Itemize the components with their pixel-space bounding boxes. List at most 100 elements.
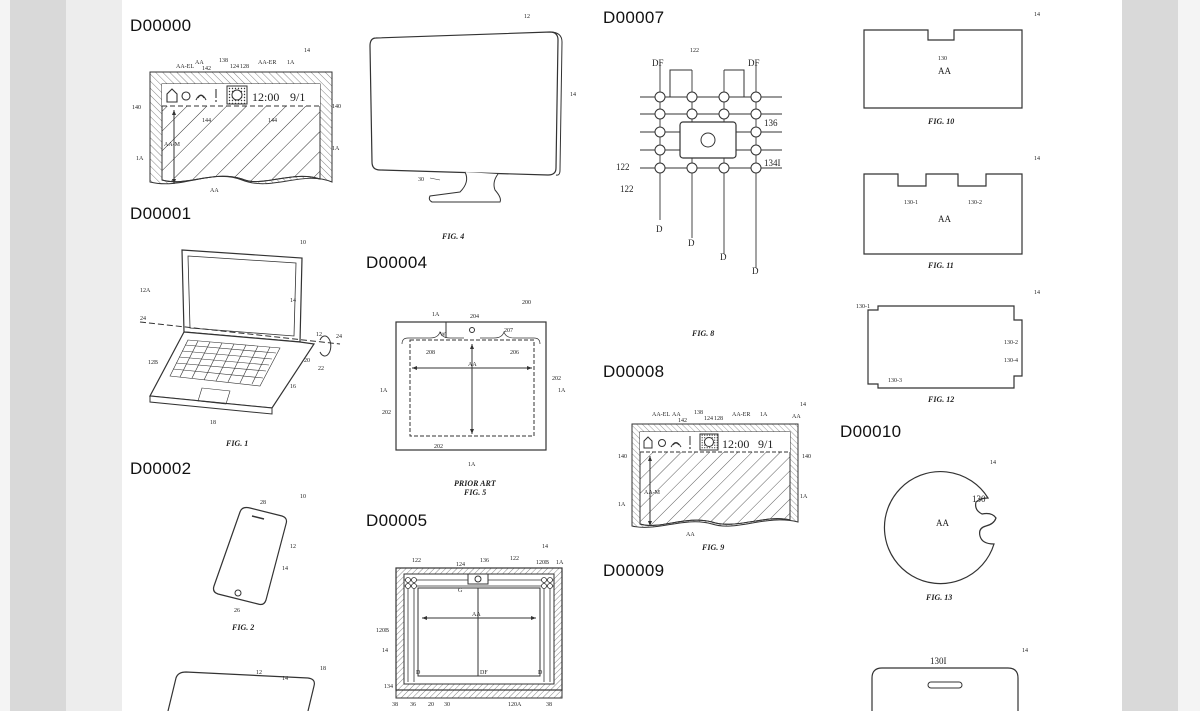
ref-130-3: 130-3 (888, 378, 902, 384)
ref-aa-el: AA-EL (176, 64, 194, 70)
ref-aa: AA (468, 362, 477, 368)
ref-28: 28 (260, 500, 266, 506)
ref-20: 20 (428, 702, 434, 708)
right-gutter (1122, 0, 1200, 711)
ref-aa-m: AA-M (644, 490, 661, 496)
ref-d-1: D (656, 224, 663, 234)
ref-14: 14 (1034, 12, 1040, 18)
ref-1a-bottom: 1A (468, 462, 476, 468)
ref-144: 144 (202, 118, 211, 124)
left-gutter-edge (10, 0, 66, 711)
figure-13-circle: 14 130 AA FIG. 13 (862, 452, 1042, 612)
ref-1a-right: 1A (332, 146, 340, 152)
ref-142: 142 (202, 66, 211, 72)
ref-1a-left: 1A (618, 502, 626, 508)
ref-124: 124 (230, 64, 239, 70)
left-gutter (0, 0, 66, 711)
figure-tablet-partial: 12 14 18 (162, 662, 342, 711)
ref-1a: 1A (287, 60, 295, 66)
ref-30: 30 (444, 702, 450, 708)
ref-d-2: D (688, 238, 695, 248)
ref-aa: AA (936, 518, 949, 528)
ref-1a-right: 1A (800, 494, 808, 500)
ref-124: 124 (704, 416, 713, 422)
figure-10-notch: 14 130 AA FIG. 10 (848, 8, 1048, 130)
ref-120a: 120A (508, 702, 522, 708)
ref-136: 136 (480, 558, 489, 564)
ref-206: 206 (510, 350, 519, 356)
section-label-d00010: D00010 (840, 422, 901, 442)
ref-122-left: 122 (616, 162, 630, 172)
ref-130-1: 130-1 (904, 200, 918, 206)
ref-20: 20 (304, 358, 310, 364)
ref-14: 14 (800, 402, 806, 408)
ref-140: 140 (132, 105, 141, 111)
ref-aa-bottom: AA (210, 188, 219, 194)
section-label-d00000: D00000 (130, 16, 191, 36)
ref-1a: 1A (432, 312, 440, 318)
section-label-d00001: D00001 (130, 204, 191, 224)
ref-14-left: 14 (382, 648, 388, 654)
figure-11-two-notches: 14 130-1 130-2 AA FIG. 11 (848, 150, 1048, 272)
caption-fig-13: FIG. 13 (925, 593, 952, 602)
figure-12-corner-notches: 14 130-1 130-2 130-4 130-3 FIG. 12 (848, 284, 1048, 408)
caption-fig-5: FIG. 5 (463, 488, 486, 497)
caption-fig-9: FIG. 9 (701, 543, 724, 552)
section-label-d00007: D00007 (603, 8, 664, 28)
ref-14: 14 (1022, 648, 1028, 654)
ref-14: 14 (570, 92, 576, 98)
ref-138: 138 (219, 58, 228, 64)
ref-122-left-b: 122 (620, 184, 634, 194)
caption-fig-4: FIG. 4 (441, 232, 464, 241)
caption-fig-12: FIG. 12 (927, 395, 954, 404)
section-label-d00009: D00009 (603, 561, 664, 581)
ref-120b-left: 120B (376, 628, 389, 634)
ref-130-1: 130-1 (856, 304, 870, 310)
caption-fig-8: FIG. 8 (691, 329, 714, 338)
ref-144b: 144 (268, 118, 277, 124)
ref-18: 18 (320, 666, 326, 672)
ref-12a: 12A (140, 288, 151, 294)
ref-12: 12 (524, 14, 530, 20)
ref-200: 200 (522, 300, 531, 306)
status-time-fig9: 12:00 (722, 437, 749, 451)
section-label-d00002: D00002 (130, 459, 191, 479)
ref-14: 14 (282, 676, 288, 682)
ref-aa-bottom: AA (686, 532, 695, 538)
caption-fig-11: FIG. 11 (927, 261, 954, 270)
ref-202-bottom: 202 (434, 444, 443, 450)
ref-14: 14 (1034, 156, 1040, 162)
ref-26: 26 (234, 608, 240, 614)
ref-16: 16 (290, 384, 296, 390)
section-label-d00008: D00008 (603, 362, 664, 382)
ref-207: 207 (504, 328, 513, 334)
ref-14: 14 (1034, 290, 1040, 296)
figure-display-status-bar: 12:00 9/1 AA-EL AA 142 138 124 128 AA-ER… (132, 42, 357, 192)
ref-aa-er: AA-ER (258, 60, 276, 66)
ref-aa: AA (472, 612, 481, 618)
ref-aa: AA (938, 66, 951, 76)
figure-4-monitor: 12 14 30 FIG. 4 (360, 10, 580, 245)
ref-1a: 1A (760, 412, 768, 418)
right-gutter-edge (1122, 0, 1178, 711)
ref-140: 140 (618, 454, 627, 460)
ref-124: 124 (456, 562, 465, 568)
figure-5-prior-art: 200 1A 204 W 207 208 206 AA 202 1A 1A 20… (372, 292, 582, 497)
ref-128: 128 (714, 416, 723, 422)
ref-1a-right: 1A (558, 388, 566, 394)
ref-22: 22 (318, 366, 324, 372)
ref-130i: 130I (930, 656, 947, 666)
ref-d: D (416, 670, 421, 676)
ref-14: 14 (282, 566, 288, 572)
caption-fig-10: FIG. 10 (927, 117, 954, 126)
ref-df-right: DF (748, 58, 760, 68)
ref-aa-er: AA-ER (732, 412, 750, 418)
section-label-d00005: D00005 (366, 511, 427, 531)
ref-36: 36 (410, 702, 416, 708)
figure-slot-partial: 130I 14 (862, 640, 1042, 711)
status-date: 9/1 (290, 90, 305, 104)
ref-aa-el: AA-EL (652, 412, 670, 418)
ref-18: 18 (210, 420, 216, 426)
ref-d-3: D (720, 252, 727, 262)
ref-140b: 140 (332, 104, 341, 110)
